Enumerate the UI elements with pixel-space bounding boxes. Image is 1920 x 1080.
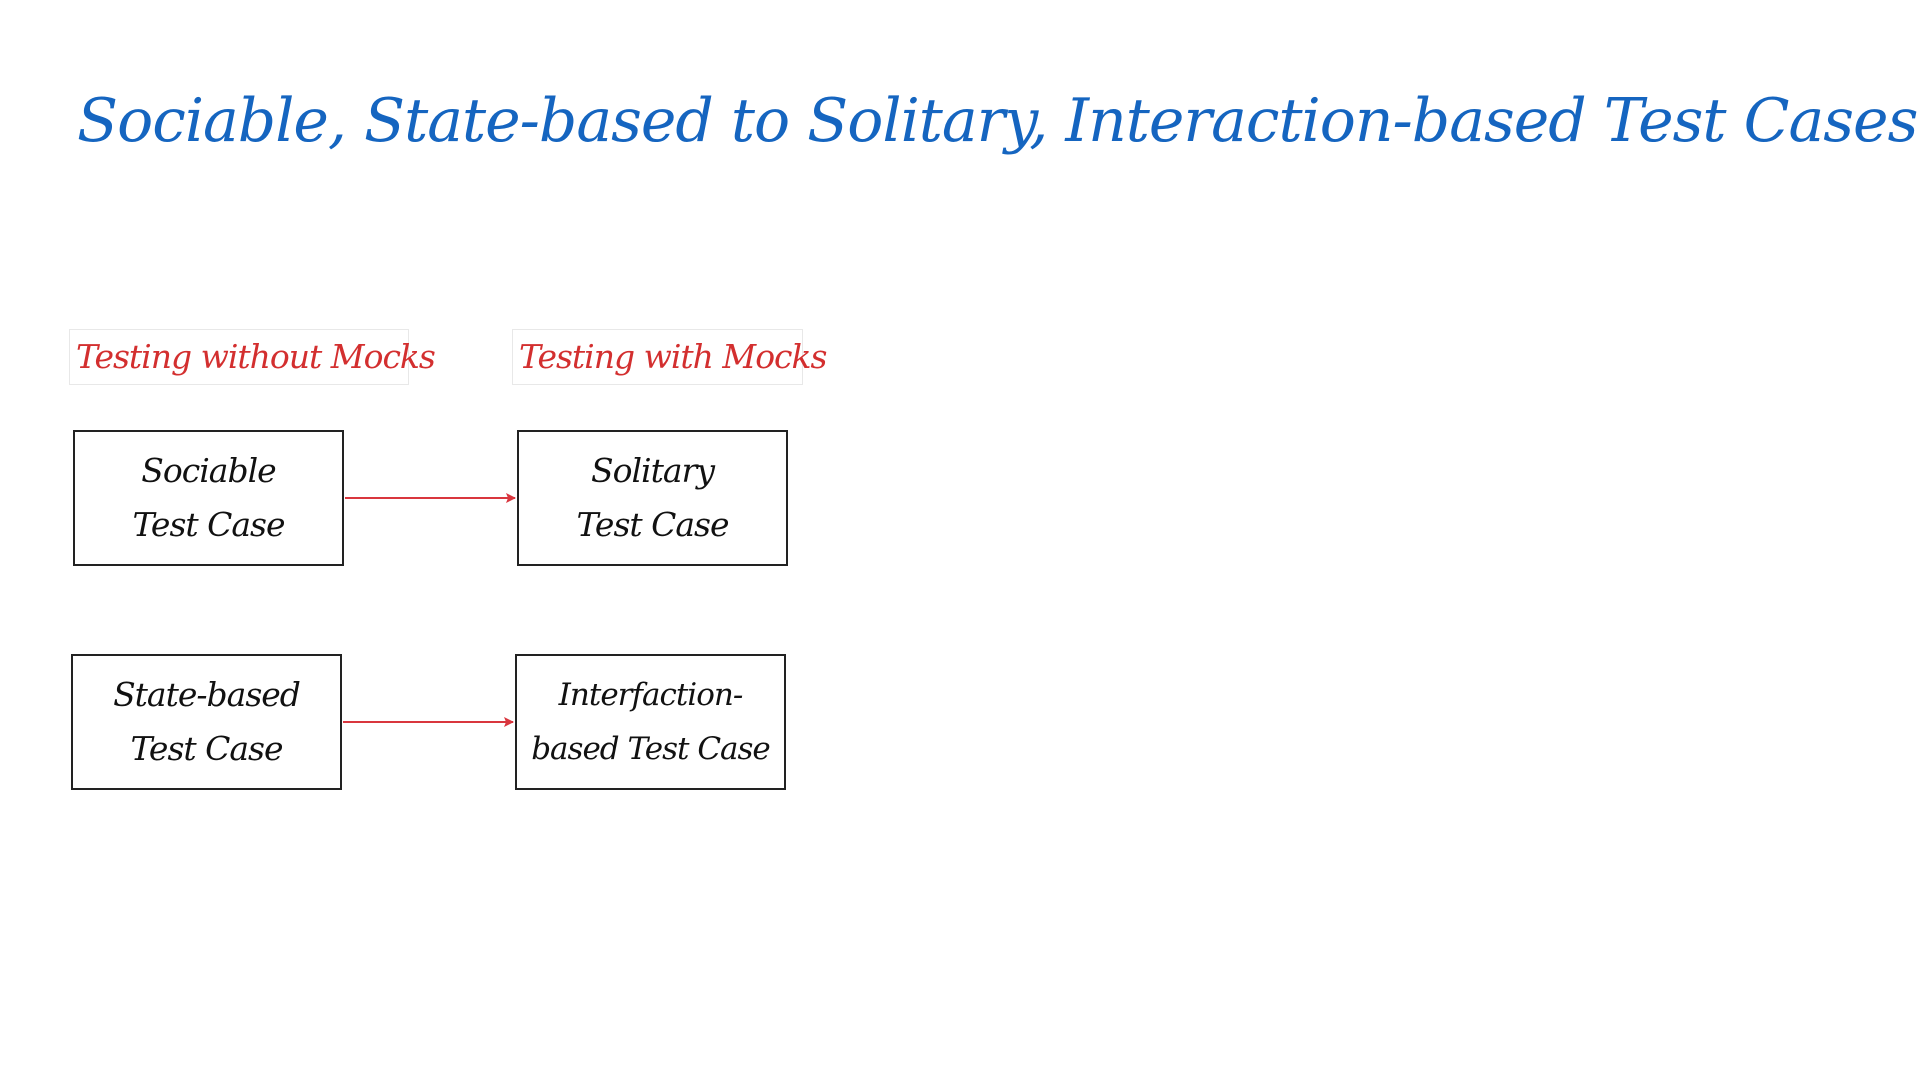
slide-title: Sociable, State-based to Solitary, Inter… (77, 86, 1918, 156)
box-interfaction-based-test-case: Interfaction- based Test Case (515, 654, 786, 790)
box-state-based-line2: Test Case (130, 729, 283, 768)
box-solitary-test-case: Solitary Test Case (517, 430, 788, 566)
box-sociable-line2: Test Case (132, 505, 285, 544)
label-testing-with-mocks: Testing with Mocks (512, 329, 827, 385)
box-sociable-line1: Sociable (141, 451, 276, 490)
box-interfaction-line2: based Test Case (531, 731, 771, 767)
box-solitary-line1: Solitary (591, 451, 715, 490)
label-testing-without-mocks: Testing without Mocks (69, 329, 436, 385)
box-interfaction-line1: Interfaction- (558, 677, 744, 713)
box-state-based-test-case: State-based Test Case (71, 654, 342, 790)
box-sociable-test-case: Sociable Test Case (73, 430, 344, 566)
box-state-based-line1: State-based (113, 675, 301, 714)
box-solitary-line2: Test Case (576, 505, 729, 544)
